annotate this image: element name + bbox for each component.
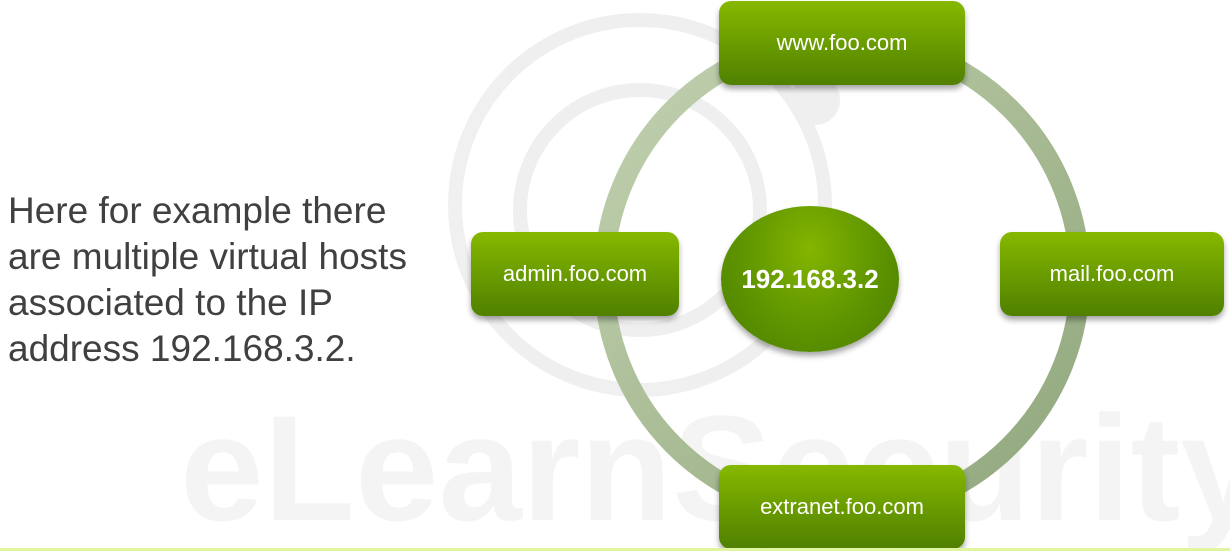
node-extranet: extranet.foo.com — [719, 465, 965, 549]
node-admin: admin.foo.com — [471, 232, 679, 316]
node-mail: mail.foo.com — [1000, 232, 1224, 316]
footer-band — [0, 548, 1230, 551]
center-ip-node: 192.168.3.2 — [721, 206, 899, 352]
slide-description: Here for example there are multiple virt… — [8, 190, 407, 369]
node-www: www.foo.com — [719, 1, 965, 85]
